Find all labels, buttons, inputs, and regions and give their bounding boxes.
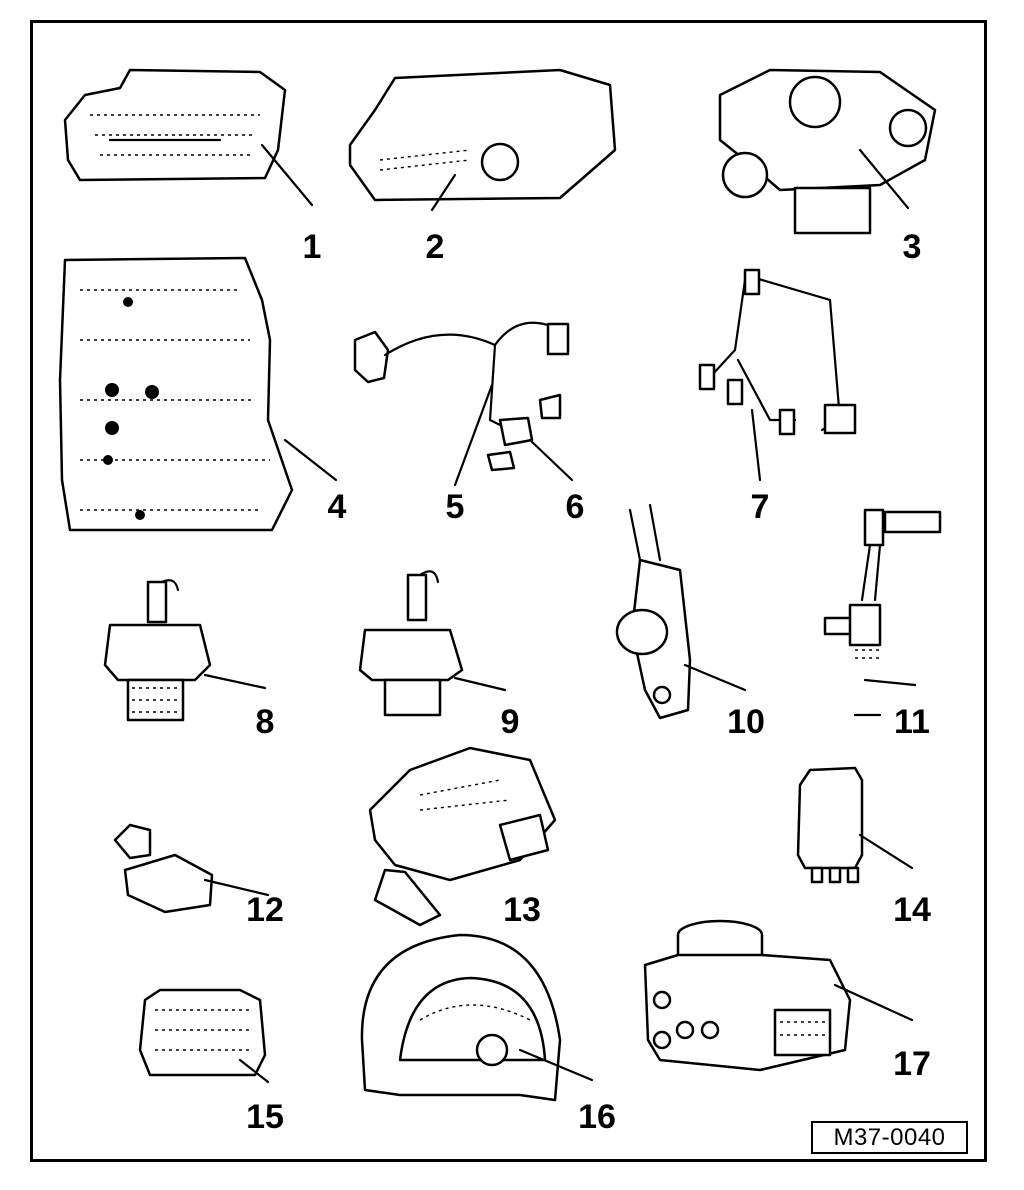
- part-5-6-illustration: [353, 321, 574, 487]
- part-number-3: 3: [902, 228, 922, 266]
- part-16-illustration: [360, 933, 594, 1102]
- part-number-5: 5: [445, 488, 465, 526]
- part-number-8: 8: [255, 703, 275, 741]
- part-number-7: 7: [750, 488, 770, 526]
- part-number-13: 13: [503, 891, 541, 929]
- part-8-illustration: [103, 579, 267, 722]
- part-number-1: 1: [302, 228, 322, 266]
- part-1-illustration: [63, 68, 314, 207]
- part-number-9: 9: [500, 703, 520, 741]
- part-14-illustration: [796, 766, 914, 884]
- part-10-illustration: [615, 503, 747, 720]
- part-12-illustration: [113, 823, 270, 914]
- part-11-illustration: [823, 508, 942, 717]
- part-number-4: 4: [327, 488, 347, 526]
- part-number-6: 6: [565, 488, 585, 526]
- part-4-illustration: [58, 256, 338, 532]
- part-9-illustration: [358, 570, 507, 717]
- part-number-11: 11: [894, 703, 930, 741]
- part-number-10: 10: [727, 703, 765, 741]
- part-2-illustration: [348, 68, 617, 212]
- part-number-16: 16: [578, 1098, 616, 1136]
- part-13-illustration: [368, 746, 557, 927]
- part-3-illustration: [718, 68, 937, 235]
- part-number-14: 14: [893, 891, 931, 929]
- part-number-15: 15: [246, 1098, 284, 1136]
- part-17-illustration: [643, 919, 914, 1072]
- part-15-illustration: [138, 988, 270, 1084]
- part-number-12: 12: [246, 891, 284, 929]
- part-7-illustration: [698, 268, 857, 482]
- part-number-17: 17: [893, 1045, 931, 1083]
- part-number-2: 2: [425, 228, 445, 266]
- figure-code: M37-0040: [811, 1121, 968, 1154]
